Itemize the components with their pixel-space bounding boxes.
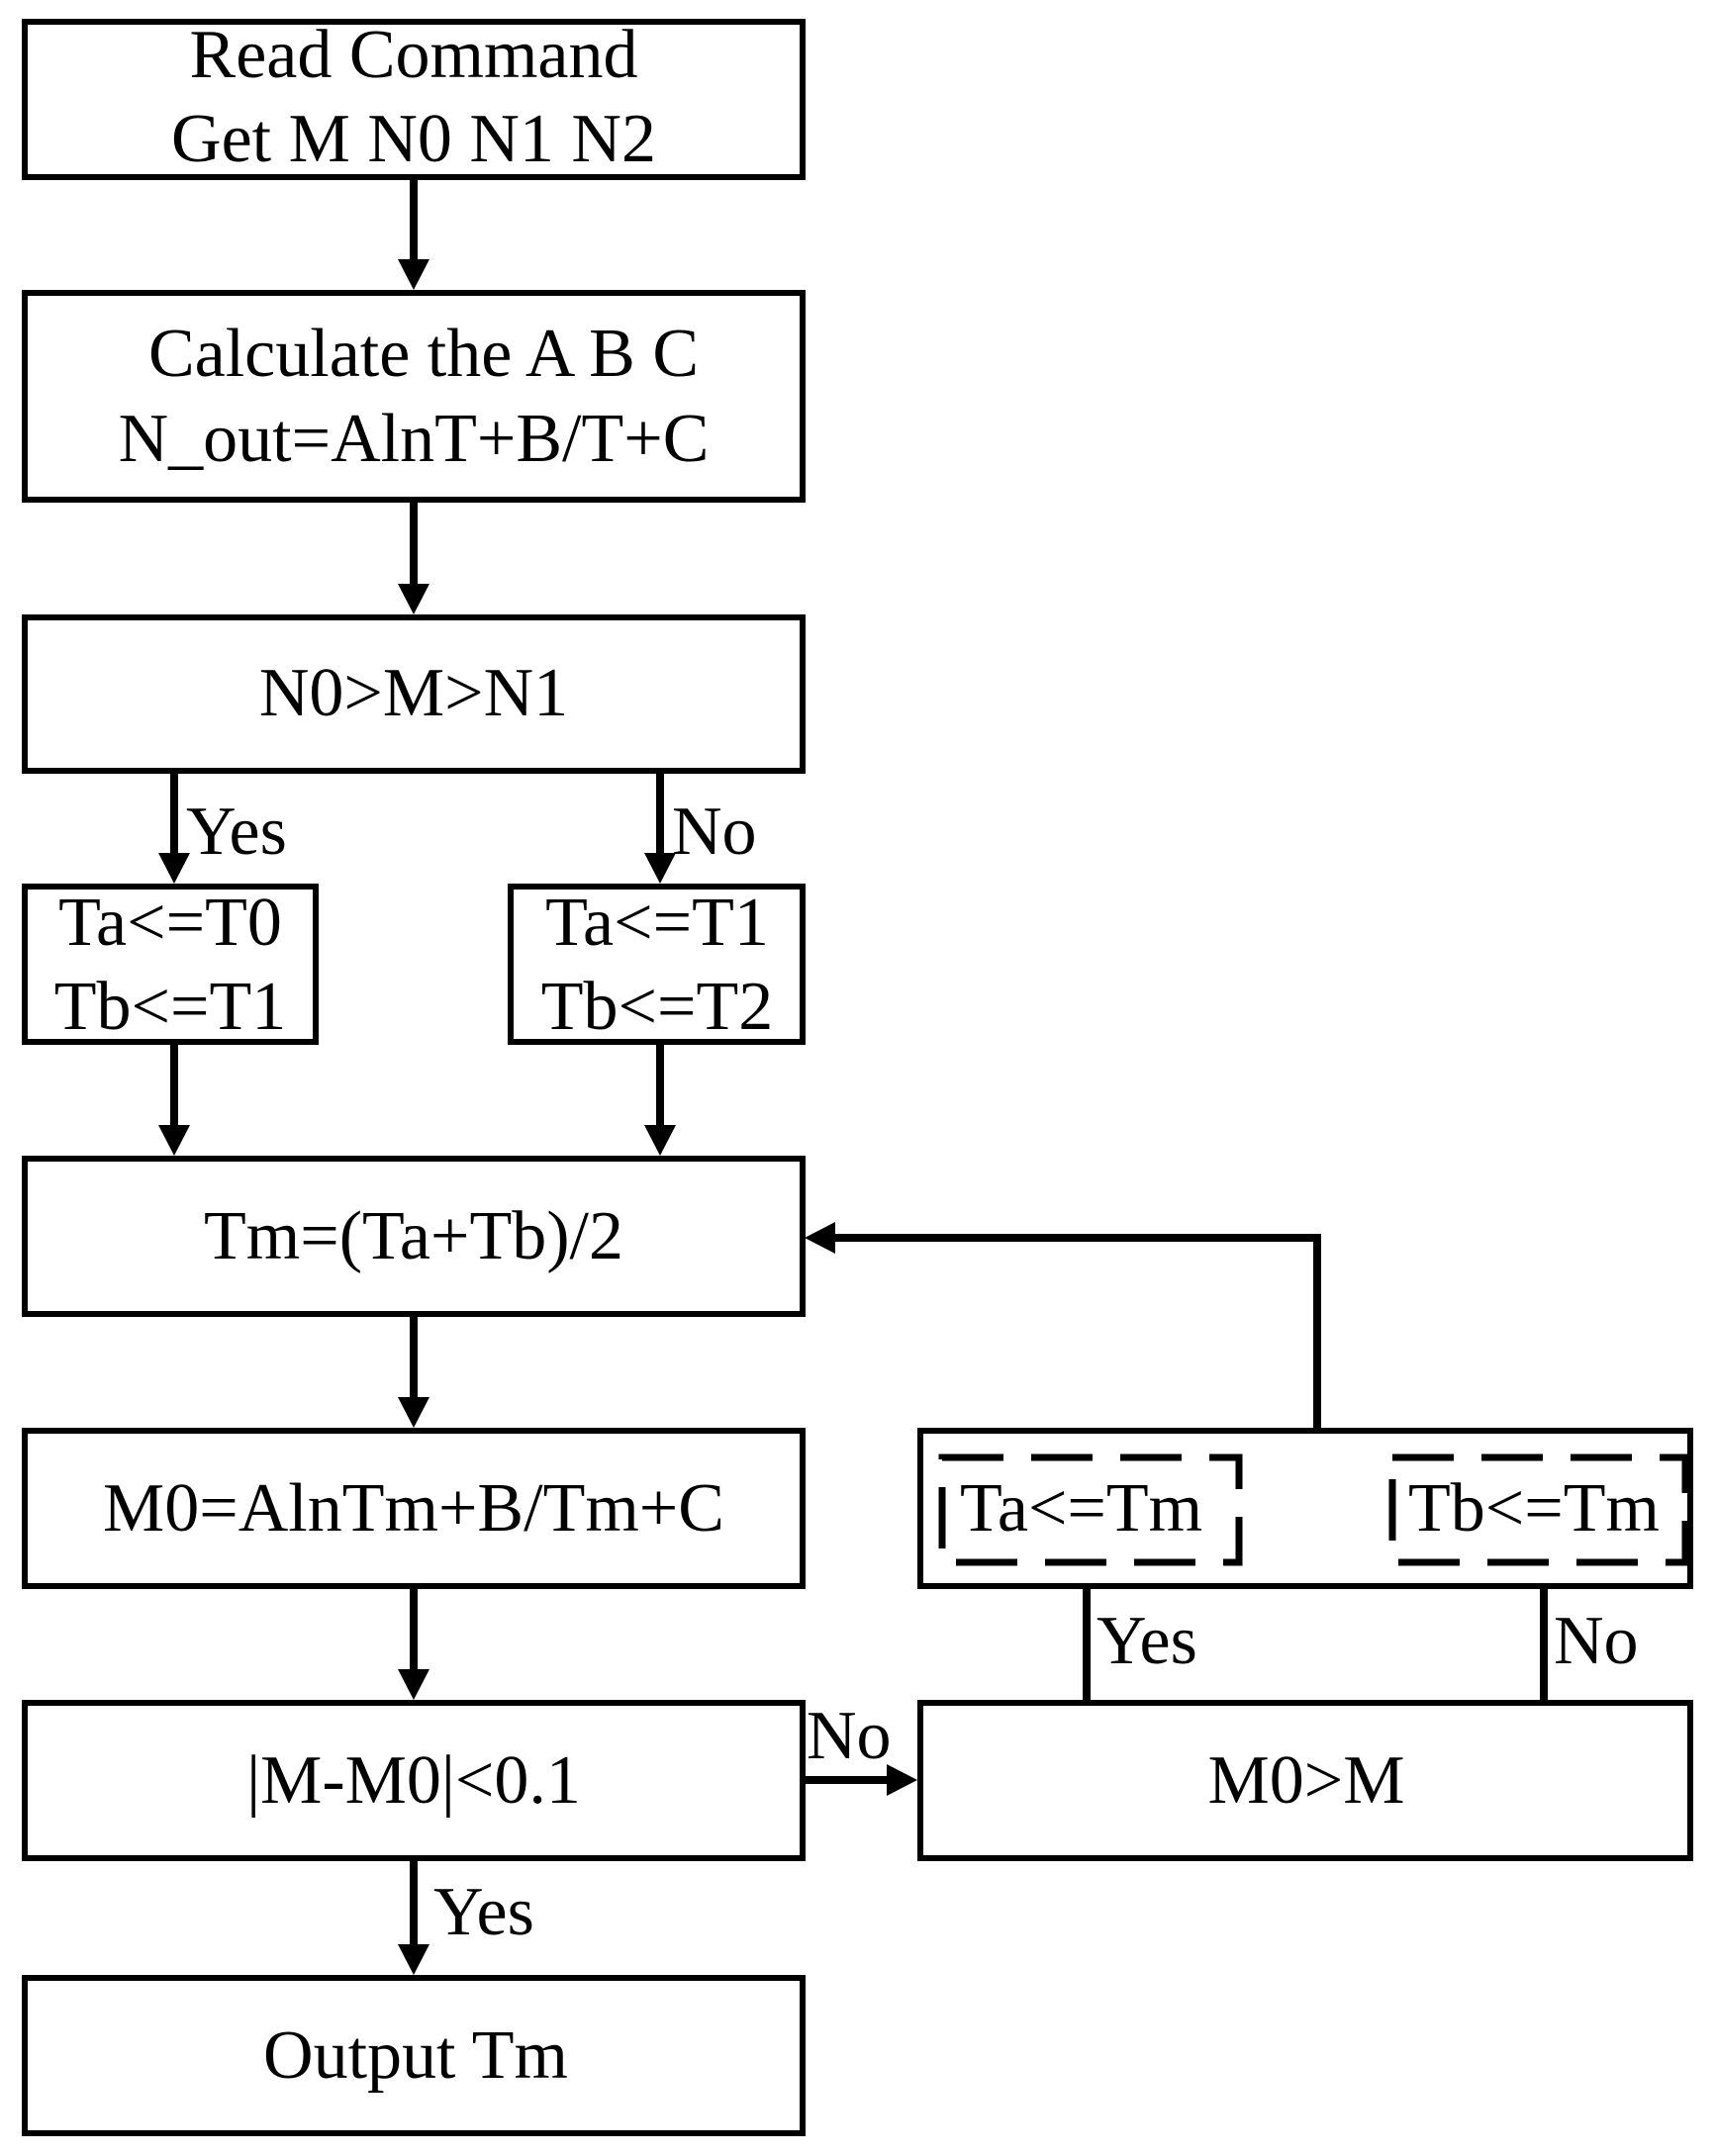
update-ta-dashed-frame: [938, 1453, 1243, 1566]
assign-yes-box: Ta<=T0 Tb<=T1: [22, 884, 319, 1045]
check-error-box: |M-M0|<0.1: [22, 1700, 806, 1861]
arrow-assign-yes-to-midpoint: [158, 1042, 190, 1156]
read-command-line2: Get M N0 N1 N2: [171, 101, 656, 177]
check-error-label: |M-M0|<0.1: [246, 1742, 581, 1819]
calculate-line2: N_out=AlnT+B/T+C: [119, 401, 710, 477]
assign-no-line2: Tb<=T2: [541, 969, 773, 1045]
output-box: Output Tm: [22, 1975, 806, 2136]
output-label: Output Tm: [263, 2017, 568, 2094]
calculate-box: Calculate the A B C N_out=AlnT+B/T+C: [22, 290, 806, 503]
compute-m0-box: M0=AlnTm+B/Tm+C: [22, 1428, 806, 1589]
compare-yes-label: Yes: [1096, 1603, 1197, 1679]
range-yes-label: Yes: [186, 794, 287, 870]
arrow-read-to-calculate: [398, 177, 429, 290]
update-tb-label: Tb<=Tm: [1408, 1470, 1660, 1547]
read-command-line1: Read Command: [190, 17, 638, 93]
arrow-calculate-to-condition: [398, 500, 429, 614]
compare-m0-label: M0>M: [1208, 1742, 1405, 1819]
arrow-range-yes: Yes: [158, 771, 287, 884]
check-no-label: No: [807, 1698, 892, 1774]
assign-yes-line1: Ta<=T0: [58, 885, 282, 961]
arrow-assign-no-to-midpoint: [644, 1042, 676, 1156]
calculate-line1: Calculate the A B C: [148, 316, 699, 392]
update-box: Ta<=Tm Tb<=Tm: [917, 1428, 1693, 1589]
assign-no-line1: Ta<=T1: [545, 885, 769, 961]
read-command-box: Read Command Get M N0 N1 N2: [22, 17, 806, 180]
arrow-compare-yes: Yes: [1071, 1557, 1197, 1703]
arrow-range-no: No: [644, 771, 757, 884]
update-ta-label: Ta<=Tm: [960, 1470, 1202, 1547]
check-yes-label: Yes: [433, 1874, 534, 1950]
range-no-label: No: [672, 794, 757, 870]
arrow-compute-to-check: [398, 1586, 429, 1700]
compute-m0-label: M0=AlnTm+B/Tm+C: [103, 1470, 724, 1547]
arrow-compare-no: No: [1528, 1557, 1639, 1703]
arrow-loop-back: [805, 1222, 1321, 1431]
arrow-midpoint-to-compute: [398, 1314, 429, 1428]
update-tb-dashed-frame: [1388, 1453, 1689, 1566]
compare-m0-box: M0>M: [917, 1700, 1693, 1861]
condition-range-label: N0>M>N1: [259, 655, 568, 731]
compare-no-label: No: [1554, 1603, 1639, 1679]
assign-no-box: Ta<=T1 Tb<=T2: [508, 884, 806, 1045]
midpoint-box: Tm=(Ta+Tb)/2: [22, 1156, 806, 1317]
arrow-check-yes: Yes: [398, 1858, 534, 1975]
arrow-check-no: No: [803, 1698, 917, 1796]
condition-range-box: N0>M>N1: [22, 614, 806, 774]
assign-yes-line2: Tb<=T1: [54, 969, 286, 1045]
midpoint-label: Tm=(Ta+Tb)/2: [204, 1198, 623, 1274]
